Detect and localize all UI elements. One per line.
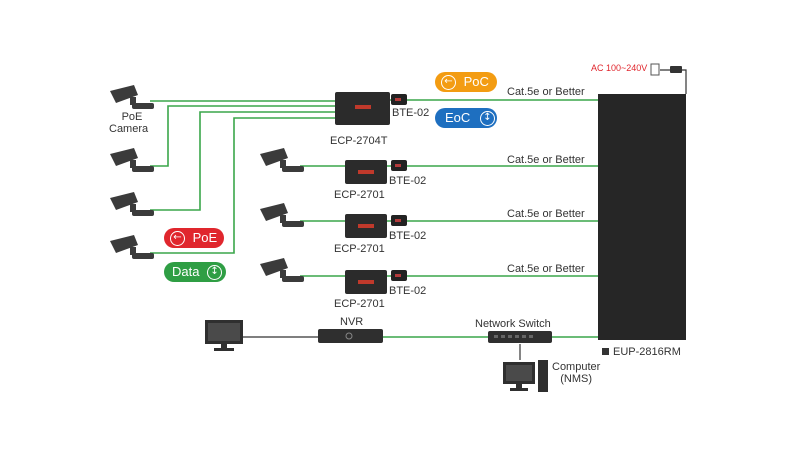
poc-badge-text: PoC xyxy=(463,74,489,89)
ecp-2701-device xyxy=(345,160,387,184)
camera-icon xyxy=(260,203,304,227)
ac-power-label: AC 100~240V xyxy=(591,63,648,73)
computer-icon xyxy=(503,360,548,392)
computer-label-line2: (NMS) xyxy=(560,373,593,385)
data-badge-text: Data xyxy=(172,264,200,279)
bte-02-device xyxy=(391,215,407,226)
camera-icon xyxy=(260,148,304,172)
ecp-2701-label: ECP-2701 xyxy=(334,298,385,310)
arrow-left-circle-icon: ← xyxy=(441,74,456,90)
dark-links xyxy=(243,69,687,360)
ecp-2701-label: ECP-2701 xyxy=(334,243,385,255)
poc-badge: ← PoC xyxy=(435,72,497,92)
network-switch-icon xyxy=(488,331,552,343)
computer-label-line1: Computer xyxy=(552,361,601,373)
eup-2816rm-rack xyxy=(598,94,686,340)
eup-label-text: EUP-2816RM xyxy=(613,346,681,358)
data-badge: Data ↕ xyxy=(164,262,226,282)
bte-label: BTE-02 xyxy=(389,175,427,187)
poe-camera-label-line1: PoE xyxy=(121,111,143,123)
eup-label: EUP-2816RM xyxy=(602,346,681,358)
coax-cameras xyxy=(260,148,304,282)
eup-marker-icon xyxy=(602,348,609,355)
ecp-2701-label: ECP-2701 xyxy=(334,189,385,201)
camera-icon xyxy=(110,148,154,172)
eoc-badge-text: EoC xyxy=(445,110,471,125)
monitor-icon xyxy=(205,320,243,351)
computer-label: Computer (NMS) xyxy=(552,361,600,385)
bte-02-device xyxy=(391,270,407,281)
ecp-2701-device xyxy=(345,270,387,294)
nvr-icon xyxy=(318,329,383,343)
ecp-2704t-device xyxy=(335,92,390,125)
nvr-label: NVR xyxy=(340,316,364,328)
network-switch-label: Network Switch xyxy=(475,318,551,330)
poe-badge: ← PoE xyxy=(164,228,224,248)
camera-icon xyxy=(260,258,304,282)
link-camera-2 xyxy=(150,105,335,167)
cable-label: Cat.5e or Better xyxy=(507,208,585,220)
power-plug-icon xyxy=(650,63,682,76)
bte-02-device xyxy=(391,160,407,171)
eoc-badge: EoC ↕ xyxy=(435,108,497,128)
ecp-2704t-label: ECP-2704T xyxy=(330,135,388,147)
bte-02-device xyxy=(391,94,407,105)
link-camera-3 xyxy=(150,111,335,211)
cable-label: Cat.5e or Better xyxy=(507,86,585,98)
bte-label: BTE-02 xyxy=(392,107,430,119)
ecp-2701-device xyxy=(345,214,387,238)
arrows-both-circle-icon: ↕ xyxy=(479,110,495,126)
poe-badge-text: PoE xyxy=(192,230,218,245)
poe-cameras xyxy=(110,85,154,259)
bte-label: BTE-02 xyxy=(389,230,427,242)
poe-camera-label-line2: Camera xyxy=(109,123,149,135)
power-cable xyxy=(660,69,687,94)
bte-label: BTE-02 xyxy=(389,285,427,297)
arrow-left-circle-icon: ← xyxy=(170,230,185,246)
cable-label: Cat.5e or Better xyxy=(507,263,585,275)
cable-label: Cat.5e or Better xyxy=(507,154,585,166)
camera-icon xyxy=(110,235,154,259)
poe-camera-label: PoE Camera xyxy=(109,111,148,135)
camera-icon xyxy=(110,192,154,216)
camera-icon xyxy=(110,85,154,109)
arrows-both-circle-icon: ↕ xyxy=(207,264,223,280)
link-camera-4 xyxy=(150,117,335,254)
